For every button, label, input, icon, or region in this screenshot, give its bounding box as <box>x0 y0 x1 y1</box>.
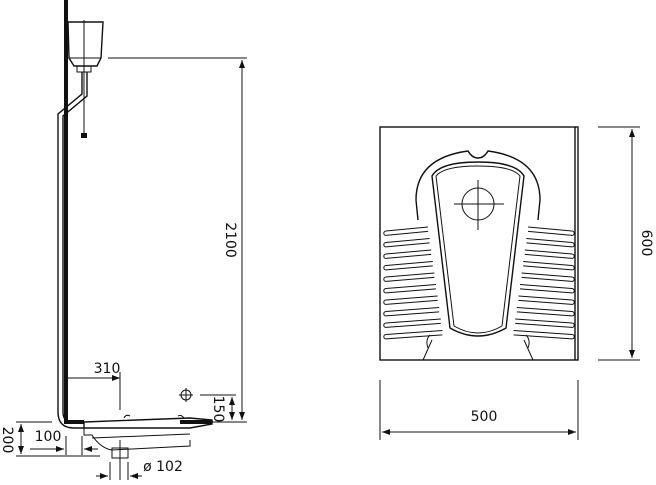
foot-ridge <box>513 330 575 340</box>
dim-600: 600 <box>638 230 654 257</box>
foot-ridge <box>516 307 575 317</box>
crosshair-icon <box>179 388 193 402</box>
foot-ridge <box>383 272 435 282</box>
foot-ridge <box>519 284 575 294</box>
side-view: 2100 310 150 100 200 ø 102 <box>0 0 247 480</box>
pan-bowl <box>431 161 525 337</box>
foot-ridge <box>526 238 575 248</box>
foot-ridge <box>383 307 440 317</box>
pan-rim <box>415 150 541 221</box>
foot-ridge <box>515 318 575 328</box>
flush-pipe <box>57 72 84 429</box>
foot-ridge <box>383 295 438 305</box>
dim-200: 200 <box>0 427 15 454</box>
foot-ridge <box>383 226 429 236</box>
dim-500: 500 <box>471 409 498 425</box>
cistern-tank <box>67 20 104 138</box>
foot-ridge <box>383 318 441 328</box>
foot-ridge <box>383 284 437 294</box>
foot-ridges-left <box>383 226 443 340</box>
foot-ridge <box>523 261 575 271</box>
foot-ridge <box>383 249 432 259</box>
flush-pipe-inner <box>62 72 88 423</box>
drain-crosshair-icon <box>454 180 504 230</box>
foot-ridge <box>521 272 575 282</box>
dim-outlet-diameter: ø 102 <box>143 459 183 475</box>
foot-ridge <box>524 249 575 259</box>
foot-ridge <box>527 226 575 236</box>
dim-2100: 2100 <box>222 222 238 258</box>
foot-ridge <box>518 295 575 305</box>
squat-pan-side <box>83 414 213 459</box>
foot-ridge <box>383 238 430 248</box>
wall-line <box>64 0 84 424</box>
foot-ridge <box>383 330 443 340</box>
pan-outline <box>379 126 579 361</box>
dim-100: 100 <box>35 429 62 445</box>
foot-ridge <box>383 261 433 271</box>
dim-310: 310 <box>94 361 121 377</box>
dim-150: 150 <box>210 396 226 423</box>
foot-ridges-right <box>513 226 575 340</box>
top-view: 600 500 <box>379 126 654 440</box>
